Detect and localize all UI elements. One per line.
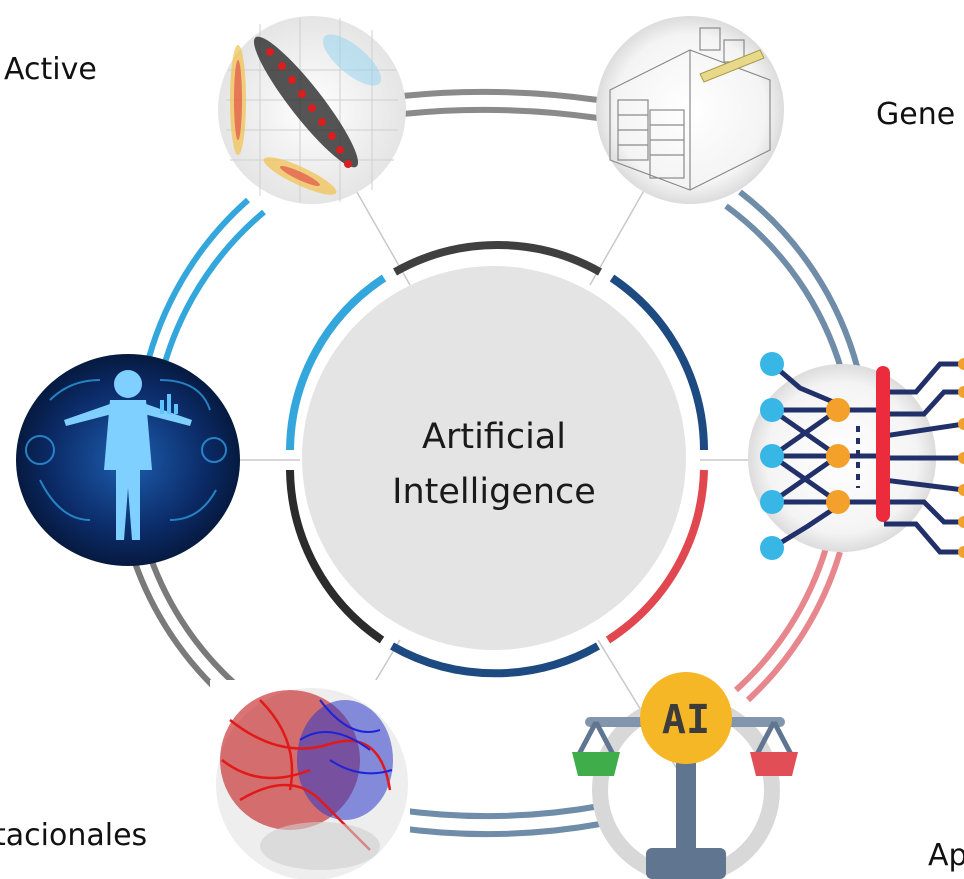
ai-badge-text: AI: [662, 697, 710, 743]
label-active: Active: [4, 52, 97, 87]
inner-ring: [286, 240, 708, 678]
digital-human-icon: [16, 354, 240, 566]
label-ap: Ap: [928, 838, 964, 873]
ai-balance-icon: AI: [572, 672, 798, 879]
outer-ring: [131, 88, 861, 838]
label-gene: Gene: [876, 97, 956, 132]
vascular-model-icon: [210, 680, 410, 879]
optimization-plot-icon: [218, 16, 406, 204]
label-tacionales: tacionales: [0, 818, 148, 853]
center-node: Artificial Intelligence: [302, 266, 686, 650]
center-title-line2: Intelligence: [392, 472, 596, 512]
center-title-line1: Artificial: [422, 417, 566, 457]
neural-network-icon: [748, 352, 964, 560]
building-model-icon: [596, 16, 784, 204]
